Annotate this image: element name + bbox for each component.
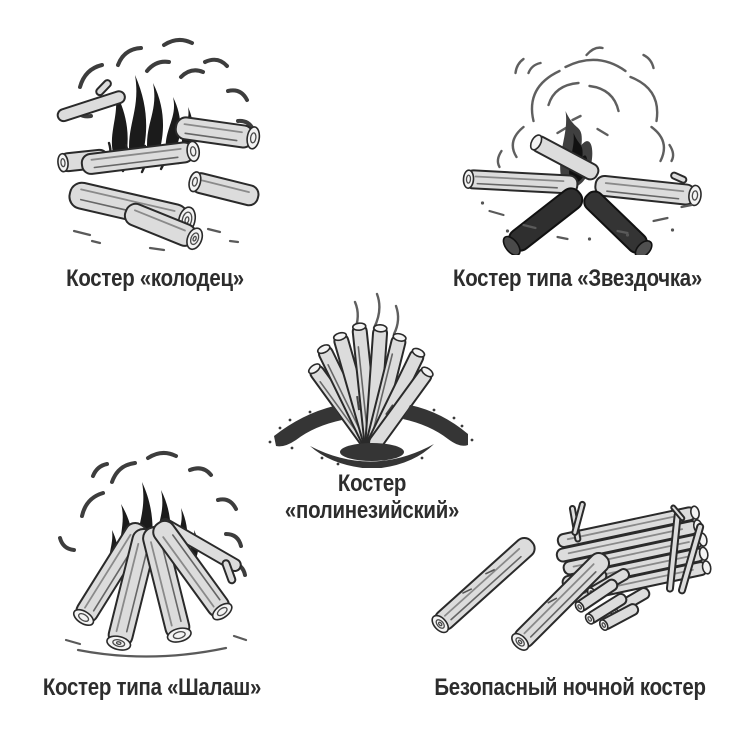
star-fire-illustration — [435, 25, 720, 255]
log — [511, 551, 611, 651]
log — [174, 116, 261, 150]
log — [80, 140, 201, 175]
log — [529, 134, 600, 181]
flames — [111, 75, 193, 159]
log — [594, 171, 702, 207]
polynesian-fire-sketch-svg — [268, 292, 474, 468]
log — [106, 527, 158, 651]
smoke-arcs — [58, 451, 247, 577]
log — [56, 79, 126, 123]
polynesian-fire-illustration — [262, 288, 482, 468]
safe-night-fire-caption: Безопасный ночной костер — [434, 674, 706, 701]
stake-sticks — [568, 500, 705, 595]
fire-pit — [268, 405, 474, 468]
safe-night-fire-sketch-svg — [431, 500, 712, 651]
polynesian-caption-line1: Костер — [337, 470, 407, 497]
log — [123, 202, 204, 251]
teepee-fire-caption: Костер типа «Шалаш» — [42, 674, 262, 701]
ground-dots — [480, 201, 675, 241]
ground-marks — [72, 227, 240, 252]
smoke-cloud — [496, 46, 675, 169]
log — [462, 169, 579, 195]
well-fire-illustration — [30, 15, 280, 255]
log — [152, 519, 233, 621]
well-fire-sketch-svg — [56, 38, 261, 252]
log-pile — [564, 568, 651, 631]
log — [188, 171, 260, 207]
star-fire-sketch-svg — [462, 46, 702, 255]
well-fire-caption: Костер «колодец» — [66, 265, 244, 292]
teepee-fire-sketch-svg — [58, 451, 248, 658]
teepee-fire-illustration — [30, 418, 270, 663]
smoke-arcs — [72, 38, 256, 134]
log — [431, 536, 536, 634]
log — [583, 190, 653, 255]
ground-marks — [64, 634, 248, 658]
safe-night-fire-illustration — [420, 498, 720, 658]
ground-marks — [488, 203, 693, 241]
polynesian-fire-caption: Костер «полинезийский» — [270, 470, 474, 524]
log — [142, 525, 192, 643]
log — [502, 187, 584, 255]
star-fire-caption: Костер типа «Звездочка» — [453, 265, 702, 292]
standing-logs — [307, 322, 434, 451]
polynesian-caption-line2: «полинезийский» — [284, 497, 460, 524]
